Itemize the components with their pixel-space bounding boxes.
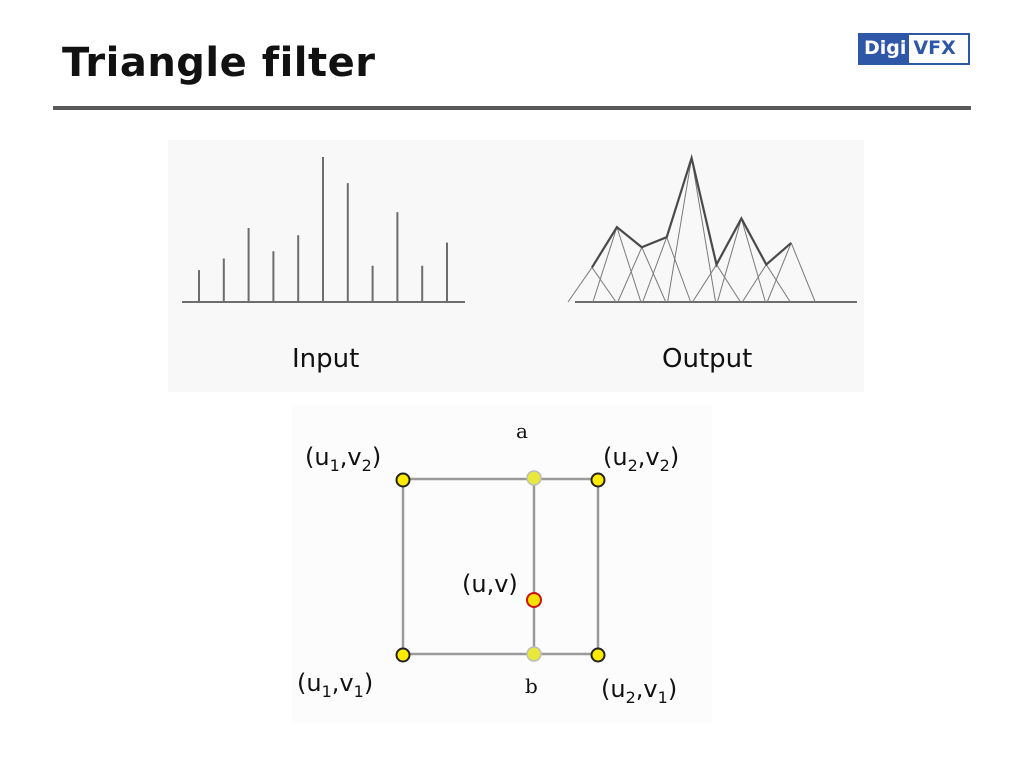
filter-figure-background	[168, 140, 864, 392]
output-triangle-edge	[592, 226, 618, 303]
corner-point-u1v1	[395, 647, 411, 663]
output-triangle-edge	[766, 242, 792, 303]
slide-title: Triangle filter	[62, 40, 376, 86]
output-triangle-edge	[716, 218, 742, 303]
corner-point-u2v2	[590, 472, 606, 488]
output-triangle-edge	[741, 264, 767, 303]
output-triangle-edge	[617, 247, 643, 303]
label-uv: (u,v)	[462, 570, 518, 598]
label-u2v1: (u2,v1)	[601, 675, 677, 707]
output-triangle-edge	[616, 226, 642, 303]
output-triangle-edge	[666, 237, 692, 303]
title-divider	[53, 106, 971, 110]
output-triangle-edge	[567, 267, 593, 303]
sample-square	[401, 477, 600, 656]
output-triangle-edge	[692, 264, 717, 303]
output-triangle-edge	[691, 157, 717, 303]
output-triangle-edge	[641, 247, 667, 303]
label-a: a	[516, 419, 528, 443]
corner-point-u2v1	[590, 647, 606, 663]
input-spikes	[198, 157, 448, 302]
output-triangle-edge	[642, 237, 668, 303]
output-triangle-edge	[716, 264, 741, 303]
label-b: b	[525, 674, 538, 698]
label-u1v1: (u1,v1)	[297, 669, 373, 701]
center-point-uv	[526, 592, 542, 608]
output-label: Output	[662, 344, 752, 374]
output-triangle-edge	[667, 157, 693, 303]
output-triangle-edge	[765, 264, 791, 303]
output-envelope	[591, 153, 792, 269]
output-triangle-edge	[591, 267, 617, 303]
output-triangles	[567, 157, 816, 303]
bilinear-figure-background	[292, 405, 712, 723]
logo-vfx: VFX	[909, 35, 956, 63]
output-triangle-edge	[740, 218, 766, 303]
mid-point-b	[526, 646, 542, 662]
output-triangle-edge	[790, 242, 816, 303]
logo-digi: Digi	[860, 35, 910, 63]
mid-point-a	[526, 470, 542, 486]
input-label: Input	[292, 344, 359, 374]
corner-point-u1v2	[395, 472, 411, 488]
